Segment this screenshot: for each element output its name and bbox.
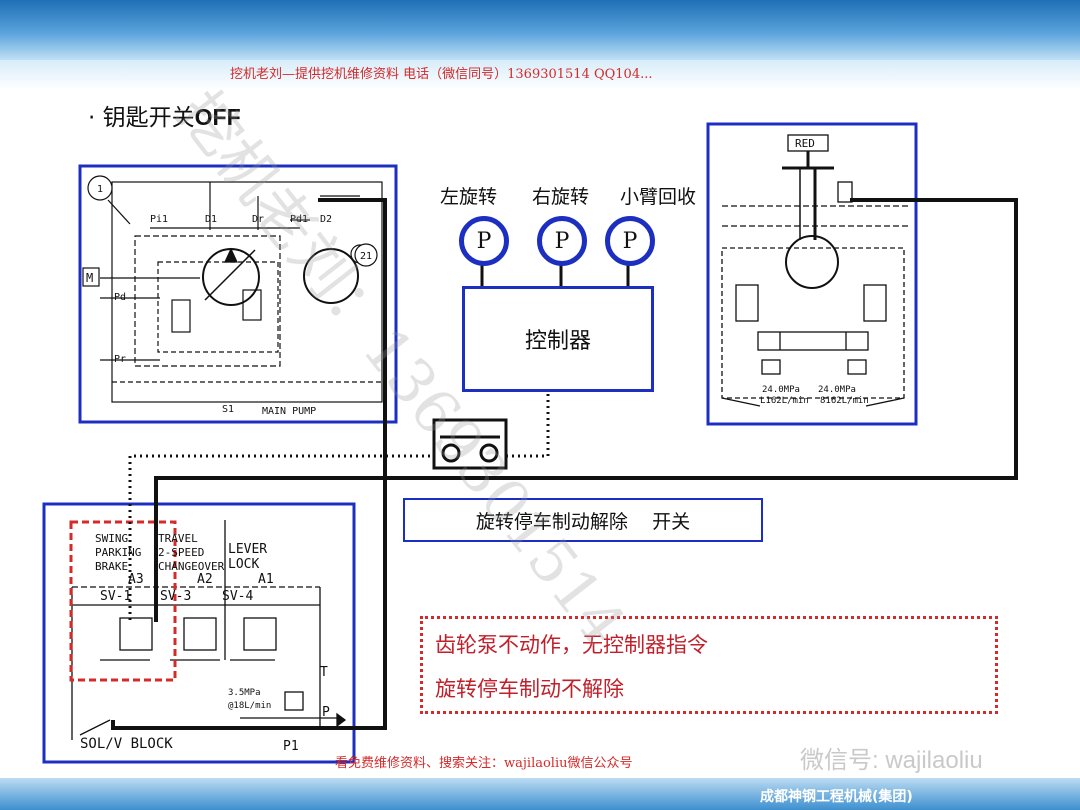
pressure-sensor-arm-in: P [605,216,655,266]
pump-label-d1: D1 [205,214,217,225]
sensor-label-left-swing: 左旋转 [440,186,498,208]
release-switch-label: 旋转停车制动解除 开关 [475,510,691,533]
motor-flow-right: 8162L/min [820,396,869,406]
sensor-label-arm-in: 小臂回收 [620,186,697,208]
sol-block-title: SOL/V BLOCK [80,736,173,752]
main-pump-title: MAIN PUMP [262,406,316,417]
pump-label-m: M [86,271,93,285]
pilot-line-motor-to-block [154,198,1018,622]
sol-block-labels: SWING PARKING BRAKE TRAVEL 2-SPEED CHANG… [80,532,330,754]
sol-col2-line2: 2-SPEED [158,546,204,559]
title-bold: OFF [194,104,241,130]
sol-port-t: T [320,665,328,680]
sol-block-internals [71,520,347,740]
sol-block-frame [42,502,356,764]
pump-label-pi1: Pi1 [150,214,168,225]
pump-label-1: 1 [97,184,103,195]
main-pump-frame [78,164,398,424]
footer-note: 看免费维修资料、搜索关注：wajilaoliu微信公众号 [335,756,633,771]
header-note: 挖机老刘—提供挖机维修资料 电话（微信同号）1369301514 QQ104..… [230,67,653,82]
sol-valve-sv4: SV-4 [222,589,253,604]
note-line-1: 齿轮泵不动作，无控制器指令 [435,633,708,657]
sol-valve-sv1: SV-1 [100,589,131,604]
footer-band [0,778,1080,810]
swing-motor-frame [706,122,918,426]
motor-flow-left: L162L/min [760,396,809,406]
title-text: 钥匙开关 [102,105,195,131]
signal-line-controller [128,388,550,622]
sol-col2-line3: CHANGEOVER [158,560,225,573]
header-band [0,0,1080,60]
sol-port-p1: P1 [283,739,299,754]
pressure-sensor-right-swing: P [537,216,587,266]
swing-motor-internals [721,134,910,407]
sensor-label-right-swing: 右旋转 [532,186,590,208]
main-pump-labels: 1 Pi1 D1 Dr Pd1 D2 21 M Pd Pr S1 MAIN PU… [86,184,372,417]
pump-label-d2: D2 [320,214,332,225]
sol-col3-line2: LOCK [228,557,259,572]
sol-col2-line1: TRAVEL [158,532,198,545]
sol-col1-line3: BRAKE [95,560,128,573]
sol-col1-line1: SWING [95,532,128,545]
controller-box: 控制器 [462,286,654,392]
pump-label-pd1: Pd1 [290,214,308,225]
company-name: 成都神钢工程机械(集团) [760,789,913,805]
status-note-box: 齿轮泵不动作，无控制器指令 旋转停车制动不解除 [420,616,998,714]
pilot-line-pump-to-block [111,198,387,730]
header-band-fade [0,60,1080,90]
motor-red-label: RED [795,137,815,150]
main-pump-internals [100,181,383,403]
sol-valve-sv3: SV-3 [160,589,191,604]
note-line-2: 旋转停车制动不解除 [435,677,624,701]
pump-label-s1: S1 [222,404,234,415]
sol-port-a2: A2 [197,572,213,587]
pump-label-21: 21 [360,251,372,262]
sol-col3-line1: LEVER [228,542,267,557]
swing-parking-highlight [69,520,177,682]
sol-relief-flow: @18L/min [228,701,271,711]
motor-pressure-left: 24.0MPa [762,385,800,395]
sol-col1-line2: PARKING [95,546,141,559]
sol-relief-pressure: 3.5MPa [228,688,261,698]
controller-label: 控制器 [524,329,591,354]
wechat-id-watermark: 微信号: wajilaoliu [800,747,983,774]
pump-label-pd: Pd [114,292,126,303]
swing-brake-release-switch-box: 旋转停车制动解除 开关 [403,498,763,542]
sol-port-p: P [322,705,330,720]
title-bullet: · [88,105,96,131]
sol-port-a1: A1 [258,572,274,587]
pump-label-dr: Dr [252,214,264,225]
slide-title: · 钥匙开关OFF [88,98,241,132]
motor-pressure-right: 24.0MPa [818,385,856,395]
toggle-switch-icon [432,418,508,470]
pump-label-pr: Pr [114,354,126,365]
swing-motor-labels: RED 24.0MPa L162L/min 24.0MPa 8162L/min [760,137,869,406]
pressure-sensor-left-swing: P [459,216,509,266]
sol-port-a3: A3 [128,572,144,587]
